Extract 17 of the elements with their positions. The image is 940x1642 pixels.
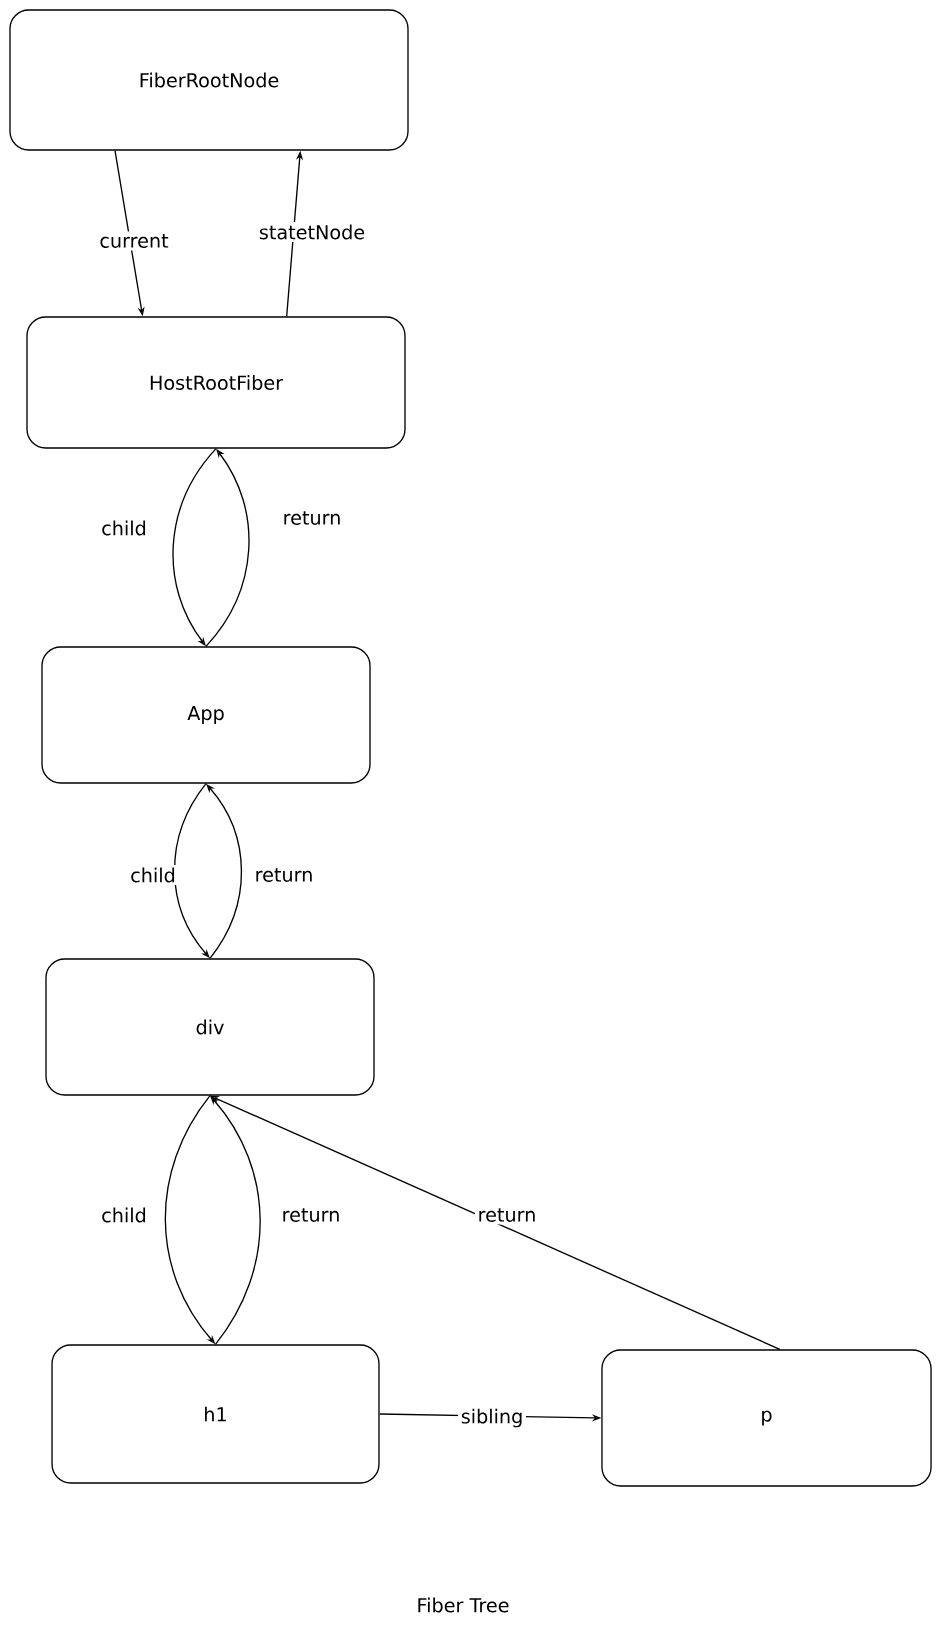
edge-label: return	[252, 865, 316, 885]
node-box: div	[45, 958, 375, 1096]
edge-label: child	[98, 1204, 150, 1226]
node-box: App	[41, 646, 371, 784]
edge-label: child	[98, 517, 150, 539]
edge-label: child	[127, 864, 179, 886]
node-box: FiberRootNode	[9, 9, 409, 151]
diagram-title: Fiber Tree	[418, 1597, 509, 1613]
edge-label: current	[96, 231, 172, 251]
node-box: HostRootFiber	[26, 316, 406, 449]
edge-label: return	[280, 508, 344, 528]
node-box: h1	[51, 1344, 380, 1484]
edge-label: statetNode	[256, 221, 368, 243]
edge-label: return	[475, 1205, 539, 1225]
node-box: p	[601, 1349, 932, 1487]
edge-label: return	[279, 1205, 343, 1225]
edge-label: sibling	[458, 1406, 526, 1430]
